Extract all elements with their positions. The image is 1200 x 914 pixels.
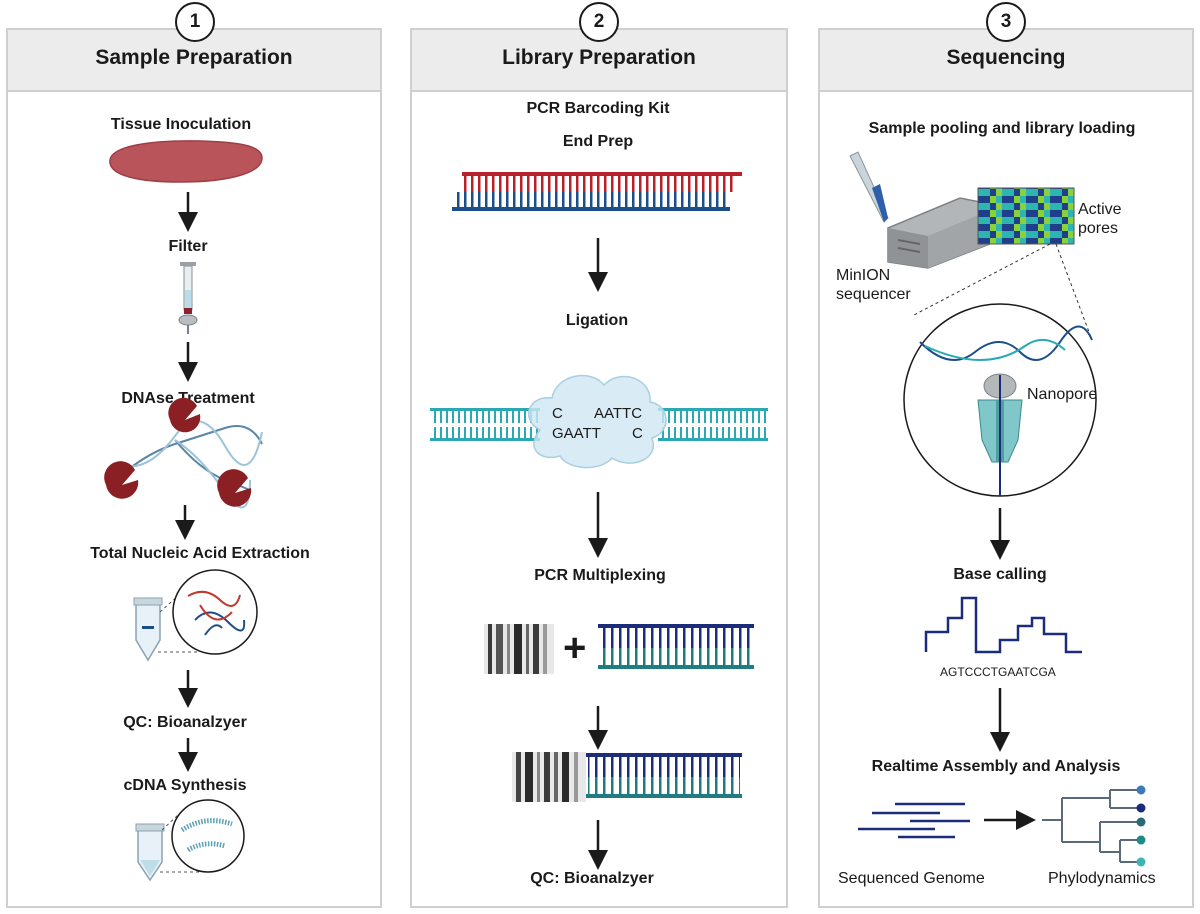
step-number-badge: 2 (579, 2, 619, 42)
step-number-badge: 1 (175, 2, 215, 42)
minion-line1: MinION (836, 267, 891, 284)
panel-title: Sequencing (946, 46, 1066, 69)
syringe-filter-icon (178, 262, 198, 334)
minion-line2: sequencer (836, 286, 911, 303)
sample-prep-illustrations (104, 140, 263, 882)
tree-leaf (1136, 857, 1146, 867)
ligation-base-left-bottom: GAATT (552, 425, 601, 442)
ligase-cloud-icon (528, 374, 667, 469)
dna-strand (924, 339, 1066, 362)
step-label-sample-pooling: Sample pooling and library loading (868, 120, 1136, 137)
step-label-cdna-synthesis: cDNA Synthesis (123, 777, 247, 794)
nanopore-protein-icon (977, 373, 1023, 496)
step-label-ligation: Ligation (565, 312, 629, 329)
sequenced-genome-label: Sequenced Genome (838, 870, 985, 887)
step-label-qc-bioanalyzer: QC: Bioanalzyer (123, 714, 247, 731)
dna-strand (919, 325, 1093, 361)
tree-leaf (1136, 835, 1146, 845)
step-label-base-calling: Base calling (953, 566, 1047, 583)
phylogenetic-tree-icon (1042, 789, 1140, 863)
dnase-enzyme-icon (168, 397, 201, 433)
active-pores-label: Active pores (1078, 200, 1122, 238)
nucleic-acid-zoom-icon (172, 569, 258, 655)
step-label-filter: Filter (168, 238, 208, 255)
tree-leaf (1136, 785, 1146, 795)
tree-leaf (1136, 803, 1146, 813)
barcoded-dna-icon (512, 752, 742, 802)
barcode-icon (484, 624, 554, 674)
step-label-nucleic-acid-extraction: Total Nucleic Acid Extraction (90, 545, 310, 562)
plus-sign: + (563, 626, 587, 670)
phylodynamics-label: Phylodynamics (1048, 870, 1156, 887)
tube-icon (135, 823, 165, 882)
kit-label: PCR Barcoding Kit (526, 100, 670, 117)
dnase-enzyme-icon (104, 461, 139, 499)
nanopore-label: Nanopore (1027, 386, 1098, 403)
base-sequence: AGTCCCTGAATCGA (940, 665, 1056, 679)
step-label-tissue-inoculation: Tissue Inoculation (110, 116, 252, 133)
tissue-icon (109, 140, 263, 183)
step-label-qc-bioanalyzer: QC: Bioanalzyer (530, 870, 654, 887)
ligation-base-left-top: C (552, 405, 563, 422)
tube-icon (133, 597, 163, 662)
minion-label: MinION sequencer (836, 266, 911, 304)
pipette-icon (849, 151, 889, 223)
cdna-zoom-icon (171, 799, 245, 873)
active-pores-grid (977, 187, 1075, 245)
panel-title: Library Preparation (502, 46, 696, 69)
step-label-pcr-multiplexing: PCR Multiplexing (534, 567, 666, 584)
active-pores-line1: Active (1078, 201, 1122, 218)
active-pores-line2: pores (1078, 220, 1119, 237)
panel-title: Sample Preparation (95, 46, 293, 69)
dnase-enzyme-icon (217, 469, 252, 507)
step-number-badge: 3 (986, 2, 1026, 42)
sequenced-reads-icon (858, 802, 970, 839)
tree-leaf (1136, 817, 1146, 827)
ligation-base-right-top: AATTC (594, 405, 643, 422)
pcr-dna-icon (598, 624, 754, 669)
ligation-base-right-bottom: C (632, 425, 643, 442)
step-label-end-prep: End Prep (562, 133, 634, 150)
ligation-dna-icon (430, 408, 768, 441)
end-prep-dna-icon (452, 172, 742, 211)
step-label-realtime-assembly: Realtime Assembly and Analysis (871, 758, 1121, 775)
base-calling-signal (924, 596, 1082, 654)
